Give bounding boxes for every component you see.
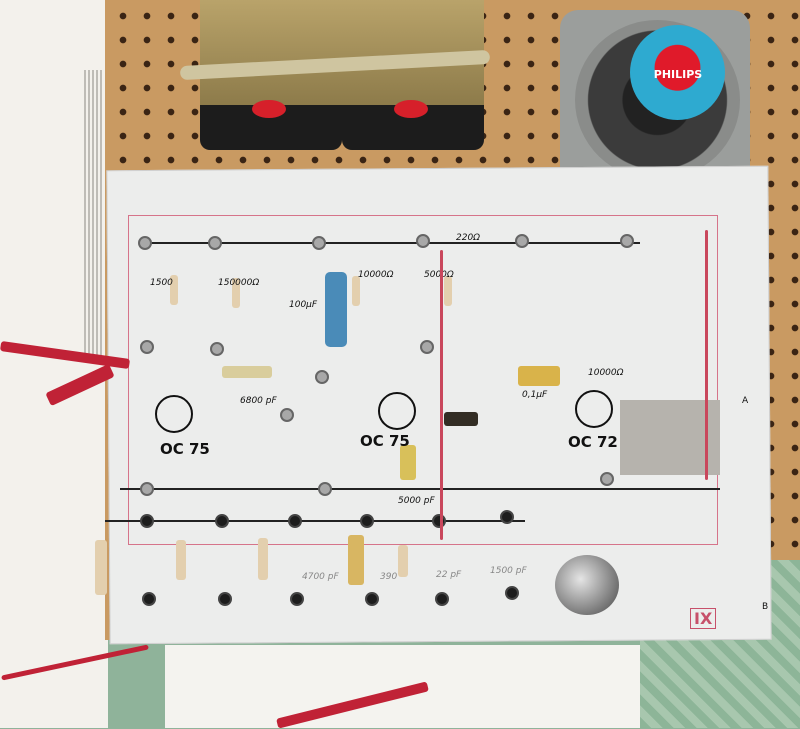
terminal: [288, 514, 302, 528]
label-c8: 390: [380, 572, 398, 582]
terminal: [142, 592, 156, 606]
label-r5: 220Ω: [456, 233, 481, 243]
red-wire: [440, 250, 443, 540]
heatsink: [620, 400, 720, 475]
transistor-label: OC 75: [160, 440, 210, 458]
terminal: [315, 370, 329, 384]
capacitor: [222, 366, 272, 378]
label-c3: 0,1μF: [522, 390, 548, 400]
volume-knob: [555, 555, 619, 615]
resistor: [398, 545, 408, 577]
label-c6: 4700 pF: [302, 572, 339, 582]
terminal: [515, 234, 529, 248]
transistor-symbol: [378, 392, 416, 430]
terminal: [318, 482, 332, 496]
ground-rail: [120, 488, 720, 490]
speaker-magnet: [630, 25, 725, 120]
terminal: [140, 482, 154, 496]
transistor-label: OC 72: [568, 433, 618, 451]
label-r2: 150000Ω: [218, 278, 260, 288]
terminal: [215, 514, 229, 528]
resistor: [170, 275, 178, 305]
printed-text: [84, 70, 104, 360]
terminal: [280, 408, 294, 422]
capacitor: [400, 445, 416, 480]
label-c7: 22 pF: [436, 570, 462, 580]
terminal: [140, 514, 154, 528]
resistor: [352, 276, 360, 306]
transistor-symbol: [575, 390, 613, 428]
terminal: [218, 592, 232, 606]
battery-cap: [394, 100, 428, 118]
terminal: [290, 592, 304, 606]
terminal: [138, 236, 152, 250]
terminal: [210, 342, 224, 356]
resistor: [444, 276, 452, 306]
terminal: [208, 236, 222, 250]
terminal: [365, 592, 379, 606]
terminal-a-label: A: [742, 396, 749, 406]
label-c1: 100μF: [289, 300, 318, 310]
label-r3: 10000Ω: [358, 270, 394, 280]
terminal: [416, 234, 430, 248]
speaker-brand: PHILIPS: [653, 68, 703, 81]
terminal: [505, 586, 519, 600]
supply-rail: [140, 242, 640, 244]
terminal: [500, 510, 514, 524]
terminal: [435, 592, 449, 606]
label-c4: 5000 pF: [398, 496, 435, 506]
capacitor: [444, 412, 478, 426]
transistor-label: OC 75: [360, 432, 410, 450]
terminal: [432, 514, 446, 528]
schematic-outline: [128, 215, 718, 545]
label-c2: 6800 pF: [240, 396, 277, 406]
terminal: [420, 340, 434, 354]
terminal: [140, 340, 154, 354]
terminal: [312, 236, 326, 250]
capacitor: [518, 366, 560, 386]
resistor: [258, 538, 268, 580]
battery-cap: [252, 100, 286, 118]
resistor: [95, 540, 107, 595]
board-number: IX: [690, 608, 717, 629]
terminal-b-label: B: [762, 602, 769, 612]
terminal: [360, 514, 374, 528]
terminal: [620, 234, 634, 248]
electrolytic-capacitor: [325, 272, 347, 347]
capacitor: [348, 535, 364, 585]
battery-right: [342, 0, 484, 150]
transistor-symbol: [155, 395, 193, 433]
terminal: [600, 472, 614, 486]
resistor: [232, 278, 240, 308]
resistor: [176, 540, 186, 580]
lower-rail: [105, 520, 525, 522]
red-wire: [705, 230, 708, 480]
label-r1: 1500: [150, 278, 173, 288]
book-page: [0, 0, 108, 728]
label-r6: 10000Ω: [588, 368, 624, 378]
label-r4: 5000Ω: [424, 270, 454, 280]
label-c5: 1500 pF: [490, 566, 527, 576]
